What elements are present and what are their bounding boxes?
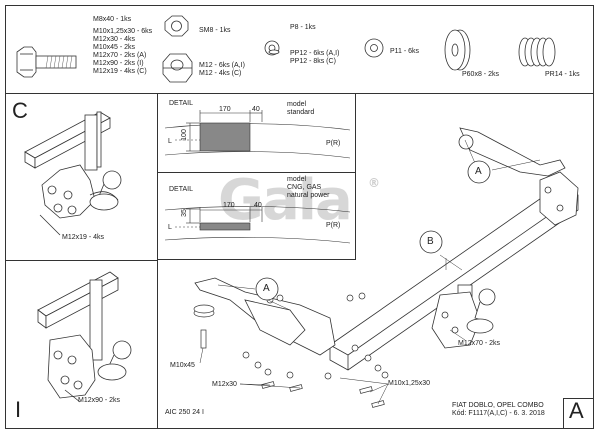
footer-a-box-left: [563, 398, 564, 429]
tow-bar-assembly: [194, 127, 579, 371]
callout-a-lower: A: [263, 283, 270, 294]
detail-top-model-0: model: [287, 101, 307, 108]
nut-sm8-icon: [164, 15, 189, 37]
washer-p8-label: P8 - 1ks: [290, 24, 316, 31]
panel-c-bolt-label: M12x19 - 4ks: [62, 234, 105, 241]
bolt-spec-4: M12x70 - 2ks (A): [93, 52, 147, 59]
panel-c-letter: C: [12, 98, 28, 123]
leader-lines: [199, 139, 541, 405]
gala-logo-watermark: Gala: [218, 168, 353, 233]
left-row-divider: [5, 260, 157, 261]
label-m10x45: M10x45: [170, 362, 195, 369]
nut-m12-line-0: M12 - 6ks (A,I): [199, 62, 245, 69]
bolt-spec-3: M10x45 - 2ks: [93, 44, 136, 51]
washer-pp12-icon: [268, 49, 280, 55]
callout-b: B: [427, 236, 434, 247]
spring-pr14-label: PR14 - 1ks: [545, 71, 580, 78]
nut-sm8-label: SM8 - 1ks: [199, 27, 231, 34]
detail-top-title: DETAIL: [169, 100, 193, 107]
detail-bottom-model-0: model: [287, 176, 307, 183]
panel-a-letter: A: [569, 398, 584, 423]
fastener-parts: [193, 292, 389, 408]
label-m10x125x30: M10x1,25x30: [388, 380, 431, 387]
callout-circles: [255, 160, 491, 301]
bolt-spec-6: M12x19 - 4ks (C): [93, 68, 147, 75]
detail-top-dim-offset: 40: [252, 106, 260, 113]
nut-m12-line-1: M12 - 4ks (C): [199, 70, 242, 77]
bolt-spec-5: M12x90 - 2ks (I): [93, 60, 144, 67]
bolt-spec-list: M8x40 - 1ks M10x1,25x30 - 6ks M12x30 - 4…: [93, 16, 152, 76]
detail-right-border: [355, 93, 356, 259]
bolt-spec-2: M12x30 - 4ks: [93, 36, 136, 43]
panel-i-bolt-label: M12x90 - 2ks: [78, 397, 121, 404]
detail-bottom-dim-width: 170: [223, 202, 235, 209]
detail-top-model: model standard: [287, 101, 314, 117]
hitch-c-illustration: [24, 111, 122, 236]
detail-bottom-model: model CNG, GAS natural power: [287, 176, 329, 200]
drawing-frame: [5, 5, 594, 429]
bolt-icon: [16, 46, 77, 78]
washer-p11-icon: [364, 38, 384, 58]
detail-top-model-1: standard: [287, 109, 315, 116]
footer-vehicle: FIAT DOBLO, OPEL COMBO: [452, 402, 544, 409]
label-m12x70: M12x70 - 2ks: [458, 340, 501, 347]
detail-bottom-border: [157, 259, 356, 260]
nut-m12-label: M12 - 6ks (A,I) M12 - 4ks (C): [199, 62, 245, 78]
panel-i-letter: I: [15, 397, 22, 422]
logo-text: Gala: [218, 168, 353, 233]
bolt-spec-1: M10x1,25x30 - 6ks: [93, 28, 153, 35]
detail-split: [157, 172, 356, 173]
footer-kod: Kód: F1117(A,I,C) - 6. 3. 2018: [452, 410, 545, 417]
detail-bottom-title: DETAIL: [169, 186, 193, 193]
detail-top-p-label: P(R): [326, 140, 341, 147]
header-divider: [5, 93, 594, 94]
label-m12x30: M12x30: [212, 381, 237, 388]
detail-bottom-model-2: natural power: [287, 192, 330, 199]
washer-pp12-line-1: PP12 - 8ks (C): [290, 58, 336, 65]
footer-code: AIC 250 24 I: [165, 409, 204, 416]
bolt-spec-0: M8x40 - 1ks: [93, 16, 132, 23]
footer-a-box-top: [563, 398, 594, 399]
washer-p60-label: P60x8 - 2ks: [462, 71, 499, 78]
detail-top-l-label: L: [168, 138, 172, 145]
spring-pr14-icon: [518, 37, 556, 67]
detail-bottom-model-1: CNG, GAS: [287, 184, 322, 191]
registered-mark: ®: [368, 176, 380, 190]
nut-m12-icon: [162, 53, 193, 83]
hitch-i-illustration: [37, 271, 132, 403]
detail-bottom-p-label: P(R): [326, 222, 341, 229]
washer-p60-icon: [444, 29, 471, 71]
callout-a-upper: A: [475, 166, 482, 177]
left-column-divider: [157, 93, 158, 429]
detail-bottom-dim-offset: 40: [254, 202, 262, 209]
washer-pp12-line-0: PP12 - 6ks (A,I): [290, 50, 340, 57]
detail-bottom-l-label: L: [168, 224, 172, 231]
washer-p11-label: P11 - 6ks: [390, 48, 420, 55]
detail-top-dim-width: 170: [219, 106, 231, 113]
washer-pp12-label: PP12 - 6ks (A,I) PP12 - 8ks (C): [290, 50, 339, 66]
